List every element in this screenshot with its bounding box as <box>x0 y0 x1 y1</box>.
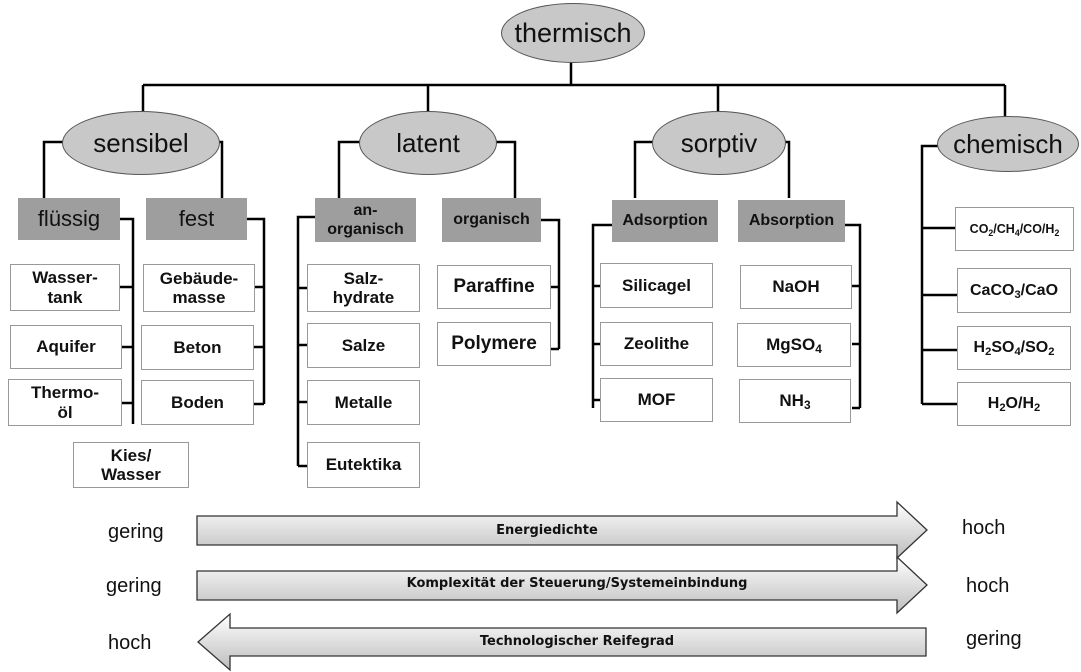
item-salze: Salze <box>307 323 420 368</box>
scale2-left-label: gering <box>106 575 162 597</box>
item-kies-wasser: Kies/Wasser <box>73 442 189 488</box>
scale3-arrow-label: Technologischer Reifegrad <box>479 634 675 649</box>
scale3-right-label: gering <box>966 628 1022 650</box>
item-silicagel: Silicagel <box>600 263 713 308</box>
item-salzhydrate: Salz-hydrate <box>307 264 420 312</box>
item-metalle: Metalle <box>307 380 420 425</box>
item-zeolithe: Zeolithe <box>600 322 713 366</box>
co2-ch4-co-h2-text: CO2/CH4/CO/H2 <box>969 222 1060 238</box>
item-co2-ch4-co-h2: CO2/CH4/CO/H2 <box>955 207 1074 251</box>
h2so4-so2-text: H2SO4/SO2 <box>973 339 1055 359</box>
scale1-arrow-label: Energiedichte <box>496 523 598 538</box>
item-naoh: NaOH <box>740 265 852 309</box>
item-paraffine: Paraffine <box>437 265 551 309</box>
item-nh3: NH3 <box>739 379 851 423</box>
energiedichte-arrow <box>196 500 928 560</box>
caco3-cao-text: CaCO3/CaO <box>969 281 1059 301</box>
group-adsorption: Adsorption <box>612 200 718 242</box>
group-fest: fest <box>146 198 247 240</box>
mgso4-text: MgSO4 <box>766 335 822 357</box>
scale3-left-label: hoch <box>108 632 152 654</box>
item-h2o-h2: H2O/H2 <box>957 382 1071 426</box>
item-gebaeudemasse: Gebäude-masse <box>143 264 255 312</box>
group-anorganisch: an-organisch <box>315 198 416 242</box>
reifegrad-arrow <box>197 612 927 672</box>
node-chemisch: chemisch <box>937 116 1079 172</box>
node-thermisch: thermisch <box>501 3 645 63</box>
node-latent: latent <box>359 111 497 175</box>
item-boden: Boden <box>141 380 254 425</box>
item-thermooel: Thermo-öl <box>8 379 122 426</box>
scale1-left-label: gering <box>108 521 164 543</box>
scale2-arrow-label: Komplexität der Steuerung/Systemeinbindu… <box>406 576 748 591</box>
item-aquifer: Aquifer <box>10 325 122 369</box>
item-caco3-cao: CaCO3/CaO <box>957 268 1071 313</box>
item-polymere: Polymere <box>437 322 551 366</box>
item-mof: MOF <box>600 378 713 422</box>
group-fluessig: flüssig <box>18 198 120 240</box>
node-sensibel: sensibel <box>62 111 220 175</box>
group-organisch: organisch <box>442 198 541 242</box>
item-eutektika: Eutektika <box>307 442 420 488</box>
scale1-right-label: hoch <box>962 517 1006 539</box>
item-h2so4-so2: H2SO4/SO2 <box>957 326 1071 370</box>
h2o-h2-text: H2O/H2 <box>987 395 1041 415</box>
item-beton: Beton <box>141 325 254 370</box>
item-wassertank: Wasser-tank <box>10 264 120 311</box>
group-absorption: Absorption <box>738 200 845 242</box>
komplexitaet-arrow <box>196 555 928 615</box>
item-mgso4: MgSO4 <box>737 323 851 367</box>
nh3-text: NH3 <box>779 391 811 413</box>
node-sorptiv: sorptiv <box>652 111 786 175</box>
scale2-right-label: hoch <box>966 575 1010 597</box>
